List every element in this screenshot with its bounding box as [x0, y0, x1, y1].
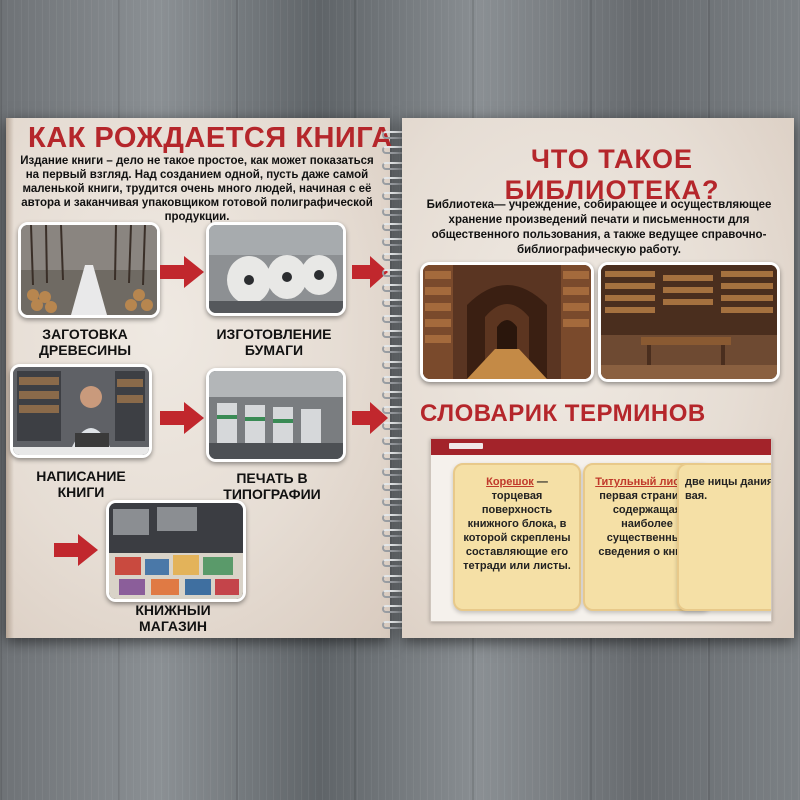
step-caption: ЗАГОТОВКА ДРЕВЕСИНЫ — [38, 326, 132, 358]
intro-term: Издание книги — [20, 155, 104, 167]
step-caption: ПЕЧАТЬ В ТИПОГРАФИИ — [223, 470, 321, 502]
term-card: две ницы дания, вая. — [677, 463, 772, 611]
intro-body: – дело не такое простое, как может показ… — [21, 155, 374, 223]
term-name: Титульный лист — [595, 476, 685, 488]
page-title: КАК РОЖДАЕТСЯ КНИГА — [28, 122, 393, 154]
dictionary-panel: Корешок — торцевая поверхность книжного … — [430, 438, 772, 622]
library-reading-room-photo — [598, 262, 780, 382]
right-page: ЧТО ТАКОЕ БИБЛИОТЕКА? Библиотека— учрежд… — [402, 118, 794, 638]
printing-press-photo — [206, 368, 346, 462]
definition-text: Библиотека— учреждение, собирающее и осу… — [414, 198, 784, 258]
step-caption: КНИЖНЫИ МАГАЗИН — [135, 602, 211, 634]
intro-text: Издание книги – дело не такое простое, к… — [12, 154, 382, 224]
definition-body: — учреждение, собирающее и осуществляюще… — [431, 199, 772, 256]
definition-term: Библиотека — [426, 199, 495, 211]
dictionary-title: СЛОВАРИК ТЕРМИНОВ — [420, 400, 706, 427]
term-definition: две ницы дания, вая. — [685, 476, 772, 502]
author-typewriter-photo — [10, 364, 152, 458]
term-card: Корешок — торцевая поверхность книжного … — [453, 463, 581, 611]
forest-logs-photo — [18, 222, 160, 318]
term-name: Корешок — [486, 476, 534, 488]
step-caption: НАПИСАНИЕ КНИГИ — [36, 468, 126, 500]
step-caption: ИЗГОТОВЛЕНИЕ БУМАГИ — [216, 326, 332, 358]
library-arches-photo — [420, 262, 594, 382]
term-definition: — торцевая поверхность книжного блока, в… — [463, 476, 571, 572]
header-tab — [449, 443, 483, 449]
dictionary-header-bar — [431, 439, 771, 455]
term-definition: — первая страница, содержащая наиболее с… — [598, 476, 698, 558]
left-page: КАК РОЖДАЕТСЯ КНИГА Издание книги – дело… — [6, 118, 393, 638]
bookstore-photo — [106, 500, 246, 602]
page-title: ЧТО ТАКОЕ БИБЛИОТЕКА? — [504, 144, 720, 205]
paper-mill-photo — [206, 222, 346, 316]
